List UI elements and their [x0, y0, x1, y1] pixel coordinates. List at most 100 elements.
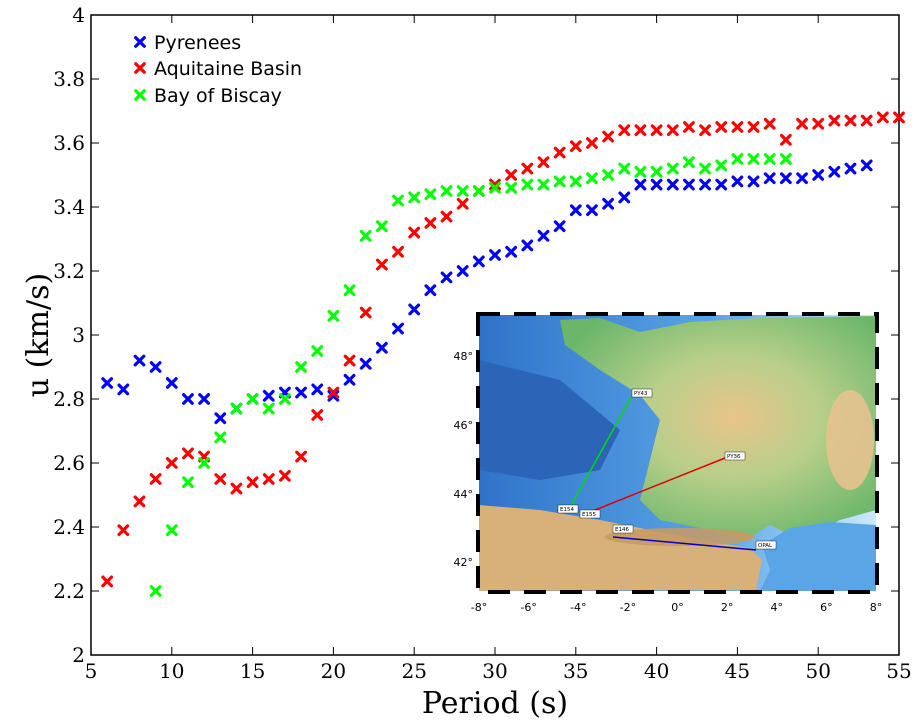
- point-pyrenees: [440, 271, 453, 284]
- point-aquitaine-basin: [327, 386, 340, 399]
- y-tick-label: 3: [72, 323, 85, 347]
- y-axis-title: u (km/s): [21, 273, 56, 397]
- point-aquitaine-basin: [618, 124, 631, 137]
- map-alps: [826, 390, 874, 490]
- point-bay-of-biscay: [456, 185, 469, 197]
- point-bay-of-biscay: [602, 169, 615, 181]
- y-tick-label: 2.6: [53, 451, 85, 475]
- point-pyrenees: [779, 172, 792, 185]
- point-bay-of-biscay: [246, 393, 259, 405]
- point-pyrenees: [262, 389, 275, 402]
- point-pyrenees: [666, 178, 679, 191]
- point-aquitaine-basin: [214, 473, 227, 485]
- point-aquitaine-basin: [537, 156, 550, 169]
- point-aquitaine-basin: [149, 473, 162, 485]
- point-pyrenees: [327, 389, 340, 402]
- point-pyrenees: [634, 178, 647, 191]
- svg-text:E154: E154: [560, 507, 574, 513]
- point-aquitaine-basin: [133, 495, 146, 508]
- point-bay-of-biscay: [343, 284, 356, 297]
- legend-label-aquitaine-basin: Aquitaine Basin: [154, 58, 302, 80]
- point-bay-of-biscay: [295, 361, 307, 373]
- inset-y-tick-label: 44°: [454, 488, 474, 501]
- point-aquitaine-basin: [731, 121, 744, 133]
- point-pyrenees: [812, 169, 825, 181]
- legend-marker-aquitaine-basin: [134, 62, 146, 74]
- point-aquitaine-basin: [279, 469, 291, 482]
- x-tick-label: 50: [805, 659, 830, 683]
- svg-text:PY36: PY36: [727, 454, 741, 460]
- point-bay-of-biscay: [618, 162, 631, 175]
- point-pyrenees: [456, 265, 469, 277]
- inset-map-frame: [476, 312, 879, 594]
- path-bay-of-biscay: [567, 393, 634, 512]
- x-axis-title: Period (s): [422, 686, 568, 721]
- point-bay-of-biscay: [747, 153, 760, 165]
- x-tick-label: 45: [725, 659, 750, 683]
- point-pyrenees: [763, 172, 776, 185]
- point-bay-of-biscay: [165, 524, 178, 537]
- point-aquitaine-basin: [440, 210, 453, 223]
- point-aquitaine-basin: [359, 306, 372, 319]
- point-pyrenees: [569, 204, 582, 217]
- legend-marker-bay-of-biscay: [134, 89, 146, 101]
- point-bay-of-biscay: [715, 159, 728, 172]
- point-bay-of-biscay: [214, 431, 227, 444]
- point-aquitaine-basin: [586, 137, 598, 149]
- point-aquitaine-basin: [569, 140, 582, 153]
- point-bay-of-biscay: [408, 191, 421, 204]
- station-label-py36: PY36: [724, 451, 746, 461]
- point-aquitaine-basin: [246, 476, 259, 489]
- point-aquitaine-basin: [779, 133, 792, 146]
- point-aquitaine-basin: [101, 575, 114, 588]
- x-tick-label: 15: [240, 659, 265, 683]
- x-tick-label: 55: [886, 659, 911, 683]
- point-aquitaine-basin: [456, 197, 469, 210]
- station-label-e146: E146: [612, 524, 634, 534]
- point-bay-of-biscay: [424, 188, 437, 201]
- y-tick-label: 3.6: [53, 131, 85, 155]
- point-aquitaine-basin: [634, 124, 647, 137]
- point-aquitaine-basin: [602, 130, 615, 143]
- x-tick-label: 10: [159, 659, 184, 683]
- inset-x-tick-label: 6°: [820, 601, 833, 614]
- point-bay-of-biscay: [521, 178, 534, 191]
- point-aquitaine-basin: [553, 146, 566, 159]
- point-pyrenees: [489, 249, 501, 261]
- point-pyrenees: [602, 197, 615, 210]
- point-bay-of-biscay: [537, 178, 550, 191]
- point-aquitaine-basin: [117, 524, 130, 537]
- y-tick-label: 2.4: [53, 515, 85, 539]
- x-tick-label: 35: [563, 659, 588, 683]
- map-mediterranean: [760, 522, 876, 591]
- point-aquitaine-basin: [666, 124, 679, 137]
- svg-text:PY43: PY43: [634, 391, 648, 397]
- point-pyrenees: [618, 191, 631, 204]
- point-pyrenees: [747, 175, 760, 188]
- map-land-iberia: [479, 505, 762, 591]
- point-aquitaine-basin: [311, 409, 324, 421]
- point-bay-of-biscay: [699, 162, 711, 175]
- inset-x-tick-label: 4°: [771, 601, 784, 614]
- point-bay-of-biscay: [731, 153, 744, 165]
- point-pyrenees: [214, 412, 227, 425]
- point-bay-of-biscay: [262, 402, 275, 415]
- point-bay-of-biscay: [198, 457, 211, 469]
- map-deep-ocean: [479, 360, 620, 480]
- point-pyrenees: [375, 341, 388, 354]
- point-aquitaine-basin: [262, 473, 275, 485]
- point-aquitaine-basin: [763, 117, 776, 130]
- point-aquitaine-basin: [876, 111, 889, 124]
- station-label-py43: PY43: [631, 388, 653, 398]
- point-aquitaine-basin: [489, 178, 501, 191]
- point-bay-of-biscay: [666, 162, 679, 175]
- y-tick-label: 2.8: [53, 387, 85, 411]
- point-bay-of-biscay: [489, 181, 501, 194]
- point-pyrenees: [343, 373, 356, 386]
- inset-y-tick-label: 42°: [454, 556, 474, 569]
- station-label-e154: E154: [557, 504, 579, 514]
- point-aquitaine-basin: [230, 482, 243, 495]
- point-pyrenees: [796, 172, 808, 185]
